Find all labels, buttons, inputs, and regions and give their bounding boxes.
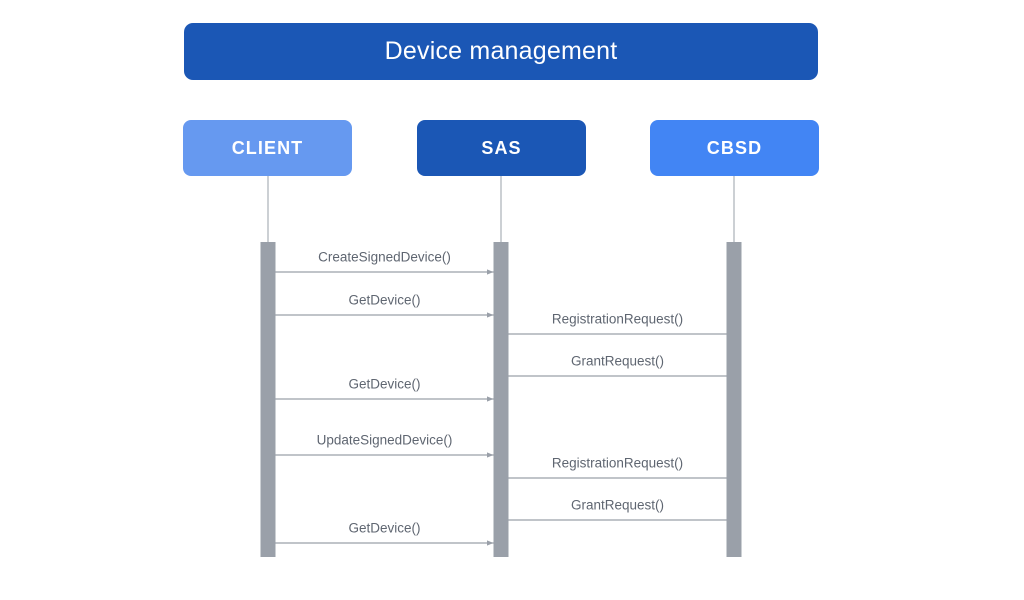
- participant-sas[interactable]: SAS: [417, 120, 586, 176]
- participant-cbsd[interactable]: CBSD: [650, 120, 819, 176]
- message-label-3: RegistrationRequest(): [551, 311, 684, 327]
- message-label-9: GetDevice(): [348, 520, 421, 536]
- message-label-6: UpdateSignedDevice(): [316, 432, 453, 448]
- activation-bar-sas: [493, 242, 509, 557]
- message-label-1: CreateSignedDevice(): [318, 249, 451, 265]
- participant-client-label: CLIENT: [231, 138, 304, 158]
- message-label-8: GrantRequest(): [570, 497, 665, 513]
- activation-bar-client: [260, 242, 276, 557]
- participant-sas-label: SAS: [481, 138, 522, 158]
- message-label-4: GrantRequest(): [570, 353, 665, 369]
- participant-client[interactable]: CLIENT: [183, 120, 352, 176]
- lifelines-group: [267, 176, 735, 242]
- message-lines-group: [275, 269, 727, 546]
- message-label-5: GetDevice(): [348, 376, 421, 392]
- participant-cbsd-label: CBSD: [706, 138, 763, 158]
- page-title: Device management: [384, 37, 618, 65]
- diagram-title-bar: Device management: [184, 23, 818, 80]
- message-label-2: GetDevice(): [348, 292, 421, 308]
- message-label-7: RegistrationRequest(): [551, 455, 684, 471]
- activation-bar-cbsd: [726, 242, 742, 557]
